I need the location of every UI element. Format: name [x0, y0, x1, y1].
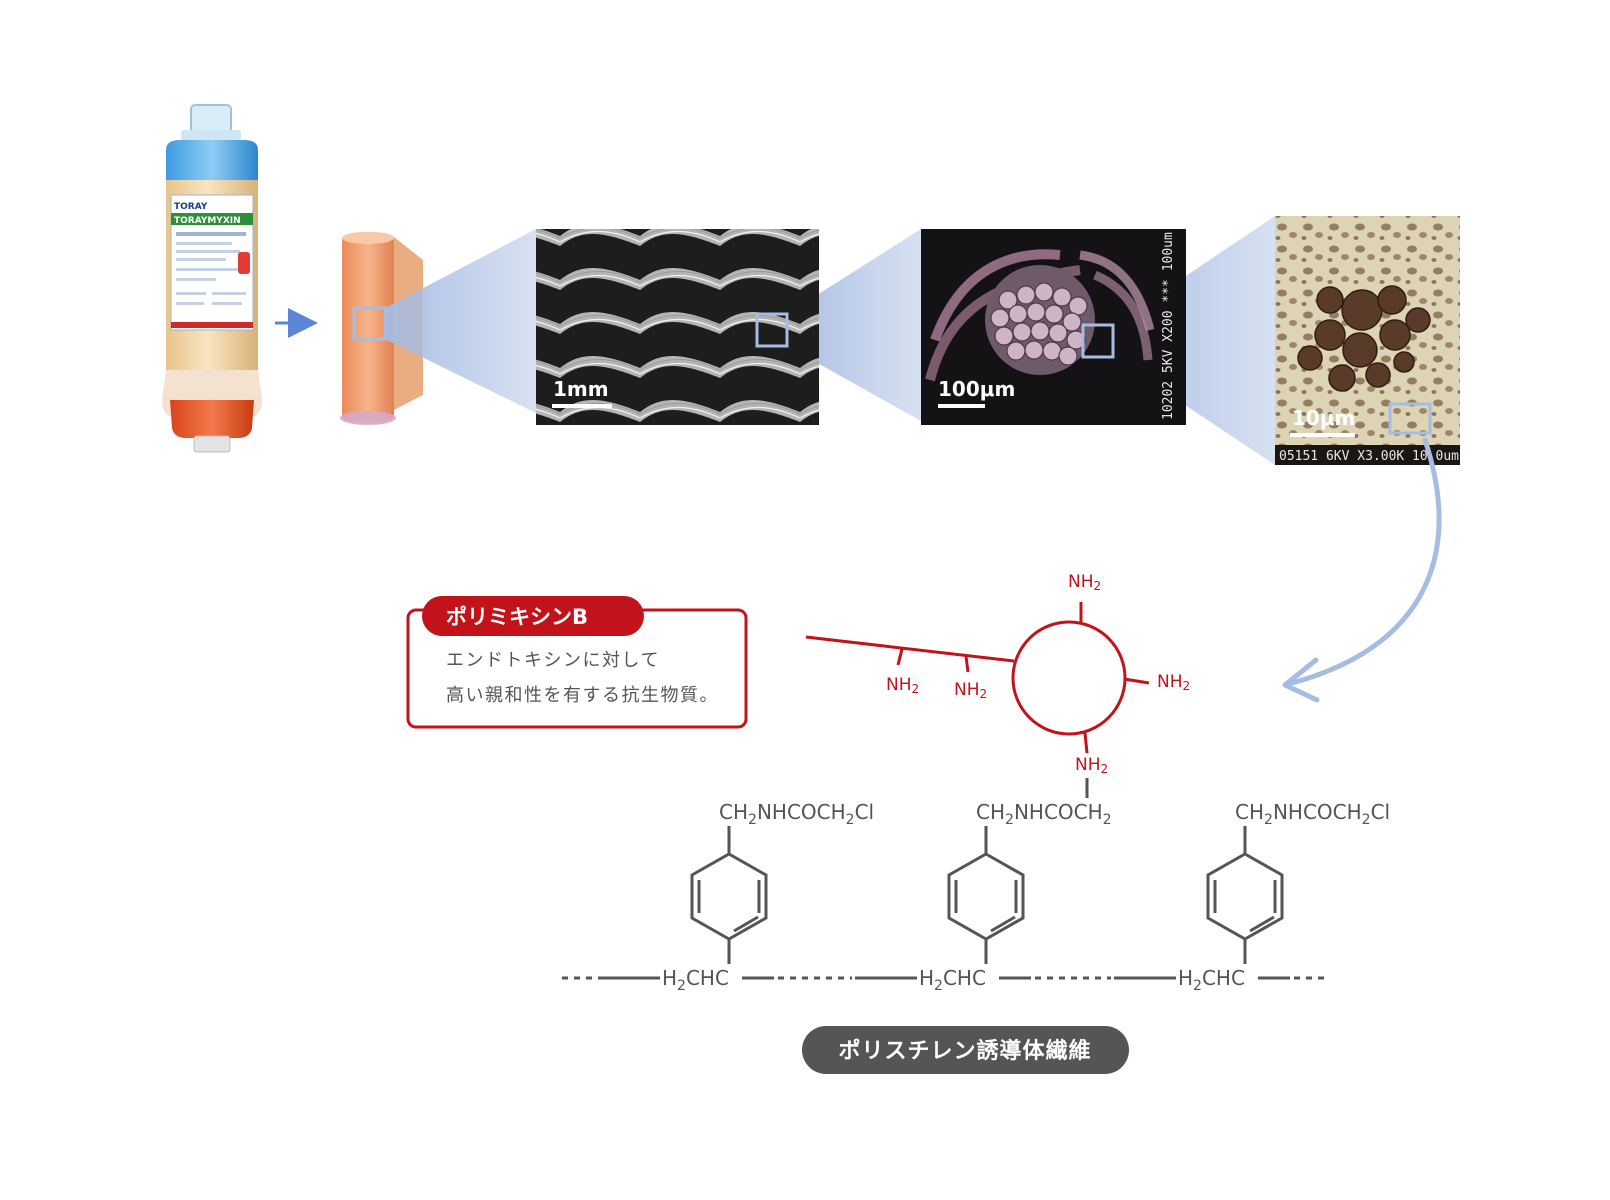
amine-label-upper: NH2: [1068, 572, 1101, 593]
amine-label-chain-1: NH2: [886, 675, 919, 696]
benzene-ring-3: [1206, 826, 1284, 964]
sem-image-1mm: 1mm: [536, 229, 819, 425]
fiber-label-text: ポリスチレン誘導体繊維: [838, 1038, 1091, 1064]
scale-label-100um: 100μm: [938, 377, 1015, 401]
side-chain-2: CH2NHCOCH2: [976, 800, 1112, 828]
cartridge-brand-text: TORAY: [174, 202, 208, 212]
polystyrene-structure: CH2NHCOCH2Cl CH2NHCOCH2 CH2NHCOCH2Cl: [562, 800, 1390, 994]
side-chain-1: CH2NHCOCH2Cl: [719, 800, 874, 828]
backbone-unit-3: H2CHC: [1178, 966, 1245, 994]
amine-label-lower: NH2: [1075, 755, 1108, 776]
sem-image-100um: 100μm 10202 5KV X200 *** 100um: [921, 229, 1186, 425]
polymyxin-description-line1: エンドトキシンに対して: [446, 650, 660, 671]
polymyxin-molecule: NH2 NH2 NH2 NH2 NH2: [805, 572, 1190, 776]
cartridge-product-photo: TORAY TORAYMYXIN: [162, 104, 262, 453]
highlight-box-sem2: [1081, 323, 1115, 359]
sem-readout-10um: 05151 6KV X3.00K 10.0um: [1279, 449, 1459, 464]
benzene-ring-2: [947, 826, 1025, 964]
cartridge-name-text: TORAYMYXIN: [174, 216, 241, 226]
backbone-unit-2: H2CHC: [919, 966, 986, 994]
scale-label-10um: 10μm: [1292, 406, 1355, 430]
backbone-unit-1: H2CHC: [662, 966, 729, 994]
polymyxin-badge: [422, 596, 644, 636]
sem-readout-100um: 10202 5KV X200 *** 100um: [1161, 232, 1176, 420]
polymer-backbone: H2CHC H2CHC H2CHC: [562, 966, 1324, 994]
amine-label-chain-2: NH2: [954, 680, 987, 701]
benzene-ring-1: [690, 826, 768, 964]
amine-label-right: NH2: [1157, 672, 1190, 693]
zoom-beam-2: [787, 229, 921, 421]
highlight-box-sem3: [1388, 402, 1432, 435]
polymyxin-callout: ポリミキシンB エンドトキシンに対して 高い親和性を有する抗生物質。: [406, 596, 748, 729]
side-chain-3: CH2NHCOCH2Cl: [1235, 800, 1390, 828]
curved-arrow-head: [1282, 657, 1320, 703]
zoom-beam-3: [1113, 216, 1275, 465]
fiber-label-pill: ポリスチレン誘導体繊維: [802, 1026, 1129, 1074]
polymyxin-description-line2: 高い親和性を有する抗生物質。: [446, 685, 719, 706]
zoom-beam-1: [385, 229, 536, 413]
polymyxin-badge-text: ポリミキシンB: [446, 605, 588, 629]
scale-label-1mm: 1mm: [553, 377, 609, 401]
sem-image-10um: 05151 6KV X3.00K 10.0um 10μm: [1275, 216, 1460, 465]
curved-arrow: [1285, 437, 1442, 687]
highlight-box-sem1: [755, 312, 789, 348]
highlight-box-cylinder: [352, 306, 387, 341]
